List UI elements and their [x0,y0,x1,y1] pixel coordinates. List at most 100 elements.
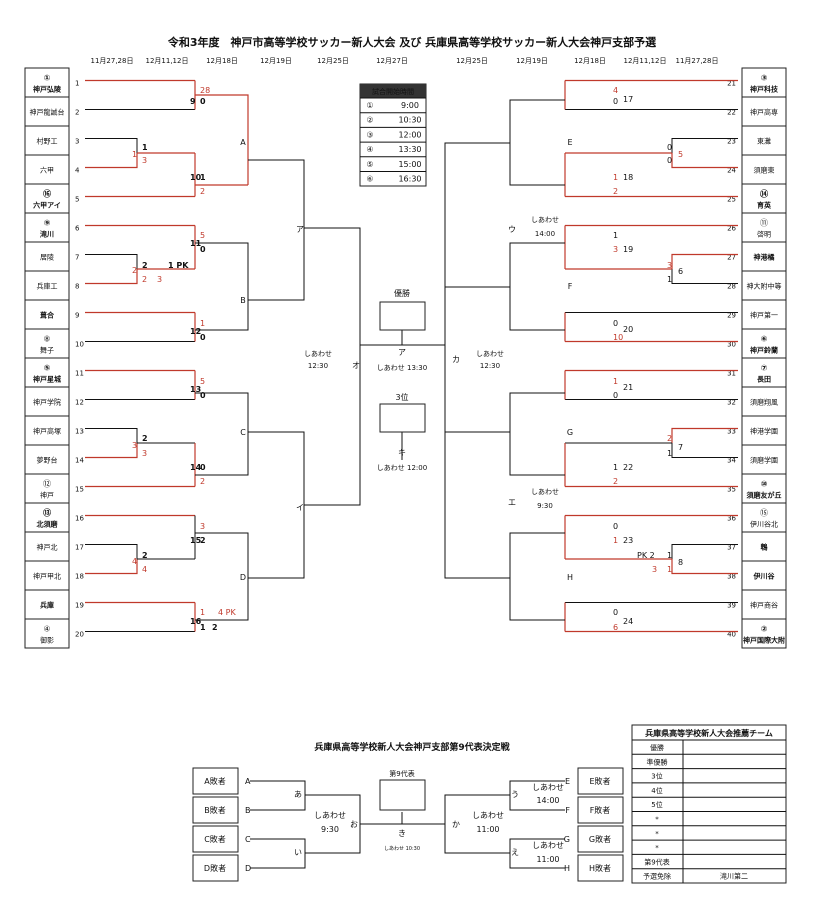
score: 21 [623,383,633,392]
schedule-header: 試合開始時間 [372,87,414,96]
bracket-line [509,532,565,621]
team-seed: ⑥ [761,335,768,344]
bracket-line [671,443,738,458]
team-box [24,589,70,620]
score: 1 [200,173,206,182]
team-number: 21 [727,80,736,88]
score: 2 [200,536,206,545]
loser-box [192,767,239,795]
team-seed: ⑫ [43,480,51,489]
bracket-line [248,159,305,301]
bracket-line [195,94,249,185]
loser-letter: A [245,777,251,786]
score: 3 [652,565,657,574]
team-number: 25 [727,196,736,204]
team-name: 東灘 [757,137,771,146]
rec-rank: 優勝 [650,743,664,752]
loser-label: F敗者 [590,805,611,815]
team-number: 19 [75,602,84,610]
rec-rank: 4位 [651,786,662,795]
score: 3 [142,156,147,165]
team-seed: ⑤ [44,364,51,373]
team-name: 神戸国際大附 [743,636,785,645]
bracket-line [671,153,738,169]
team-seed: ⑯ [43,189,51,199]
team-box [741,415,787,446]
score: 2 [142,434,148,443]
rec-rank: 準優勝 [647,757,668,766]
playoff-label: あ [294,790,302,799]
team-number: 3 [75,138,79,146]
team-name: 須磨友が丘 [747,491,782,500]
score: 0 [200,391,206,400]
team-number: 9 [75,312,79,320]
team-box [741,241,787,272]
team-name: 滝川 [40,230,54,239]
score: 1 [132,150,137,159]
team-name: 鵯 [761,543,768,552]
playoff-text: 11:00 [536,855,559,864]
team-seed: ⑦ [761,364,768,373]
round-label: B [240,296,246,305]
team-box [741,125,787,156]
round-label: エ [508,498,516,507]
score: 1 [613,463,618,472]
team-name: 神戸高専 [750,108,778,117]
team-name: 須磨東 [754,166,775,175]
bracket-line [195,532,249,621]
score: 4 [142,565,147,574]
team-name: 須磨学園 [750,456,778,465]
date-header: 12月19日 [260,57,292,65]
team-name: 神戸鈴蘭 [750,346,778,355]
date-header: 12月11,12日 [146,57,189,65]
playoff-text: しあわせ [532,783,564,792]
loser-box [577,854,624,882]
score: 2 [613,477,618,486]
schedule-slot: ⑤ [366,160,373,169]
final-label: 優勝 [394,288,410,298]
team-number: 24 [727,167,736,175]
round-label: オ [352,361,360,370]
score: 22 [623,463,633,472]
score: PK 2 [637,551,655,560]
bracket-line [671,269,738,284]
team-name: 神戸星城 [33,375,61,384]
round-label: D [240,573,246,582]
schedule-slot: ② [366,116,373,125]
team-name: 神戸科技 [750,85,779,94]
team-name: 六甲アイ [33,201,61,210]
team-name: 舞子 [40,346,54,355]
team-box [24,328,70,359]
team-number: 28 [727,283,736,291]
team-number: 40 [727,631,736,639]
score: 3 [132,441,137,450]
team-number: 12 [75,399,84,407]
loser-box [192,854,239,882]
team-box [741,328,787,359]
score: 4 PK [218,608,236,617]
team-box [24,67,70,98]
team-number: 36 [727,515,736,523]
playoff-label: か [452,820,460,829]
score: 3 [667,261,672,270]
rec-rank: 5位 [651,800,662,809]
team-name: 神港学園 [750,427,778,436]
round-label: ア [398,348,406,357]
loser-label: C敗者 [204,834,226,844]
page-title: 令和3年度 神戸市高等学校サッカー新人大会 及び 兵庫県高等学校サッカー新人大会… [167,35,656,49]
score: 6 [678,267,683,276]
score: 2 [200,187,205,196]
bracket-line [444,142,510,288]
team-name: 啓明 [757,230,771,239]
schedule-slot: ③ [366,130,373,139]
schedule-slot: ① [366,101,373,110]
team-box [741,560,787,591]
round-label: C [240,428,246,437]
score: 1 PK [168,261,189,270]
venue-text: 14:00 [535,230,555,238]
bracket-line [671,138,738,153]
rec-rank: 予選免除 [643,872,671,881]
schedule-slot: ④ [366,145,373,154]
date-header: 12月11,12日 [624,57,667,65]
